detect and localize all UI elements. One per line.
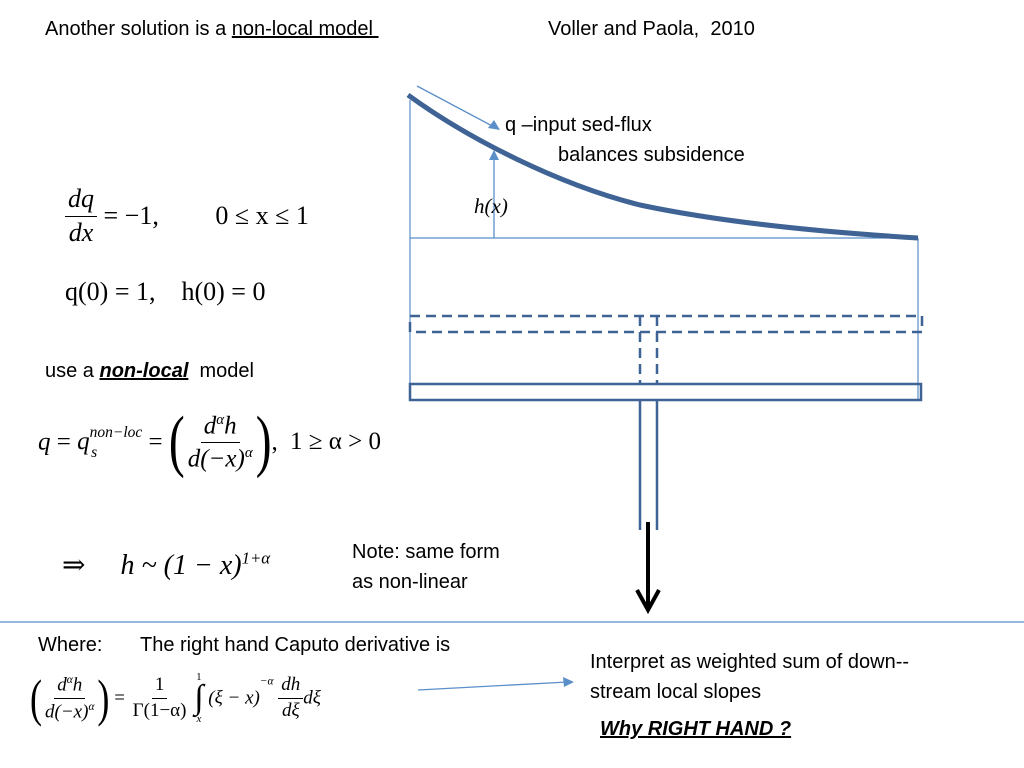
eq4-implies: ⇒ bbox=[62, 550, 86, 581]
caputo-den: d(−x) bbox=[45, 701, 89, 723]
nonlocal-word: non-local bbox=[99, 360, 189, 382]
caputo-text: The right hand Caputo derivative is bbox=[140, 634, 451, 656]
caputo-integrand: (ξ − x) bbox=[208, 687, 260, 709]
eq3-num-d: d bbox=[203, 412, 217, 440]
bottom-slab bbox=[408, 382, 923, 402]
where-label: Where: bbox=[38, 634, 103, 656]
h-label: h(x) bbox=[474, 194, 508, 218]
caputo-dxi: dξ bbox=[281, 699, 300, 721]
integral-sign: ∫ bbox=[194, 679, 204, 716]
eq3-qs: q bbox=[77, 428, 90, 456]
intro-text: Another solution is a non-local model bbox=[45, 17, 379, 41]
nonlocal-line: use a non-local model bbox=[45, 359, 254, 383]
h-arrow-head bbox=[489, 150, 499, 160]
caputo-lparen: ( bbox=[30, 669, 43, 728]
caputo-integrand-sup: −α bbox=[259, 675, 274, 688]
eq1-domain: 0 ≤ x ≤ 1 bbox=[215, 201, 309, 231]
eq4-exp: 1+α bbox=[241, 548, 271, 568]
caputo-int-upper: 1 bbox=[196, 671, 202, 683]
citation: Voller and Paola, 2010 bbox=[548, 18, 755, 40]
caputo-den-sup: α bbox=[88, 700, 95, 713]
surface-curve bbox=[406, 92, 919, 241]
eq3-qs-sup: non−loc bbox=[89, 424, 143, 442]
eq3-den-sup: α bbox=[244, 444, 253, 461]
equation-boundary: q(0) = 1, h(0) = 0 bbox=[65, 277, 266, 306]
intro-prefix: Another solution is a bbox=[45, 18, 232, 40]
note-line-1: Note: same form bbox=[352, 541, 500, 563]
eq1-rhs: = −1, bbox=[103, 201, 159, 231]
eq4-body: h ~ (1 − x) bbox=[120, 550, 242, 581]
interpret-line-1: Interpret as weighted sum of down-- bbox=[590, 651, 910, 673]
eq3-qs-sub: s bbox=[91, 444, 98, 462]
eq3-num-h: h bbox=[224, 412, 237, 440]
interpret-line-2: stream local slopes bbox=[590, 681, 762, 703]
caputo-coef-num: 1 bbox=[151, 674, 168, 699]
flux-arrow-head bbox=[488, 120, 500, 130]
caputo-dh: dh bbox=[278, 674, 304, 699]
flux-label: q –input sed-flux bbox=[505, 114, 652, 136]
eq3-den: d(−x) bbox=[187, 445, 245, 473]
caputo-int-lower: x bbox=[196, 712, 202, 725]
eq3-lparen: ( bbox=[168, 403, 185, 479]
caputo-num-h: h bbox=[72, 673, 83, 695]
caputo-num-d: d bbox=[57, 673, 67, 695]
eq3-cond: 1 ≥ α > 0 bbox=[290, 428, 381, 456]
caputo-dxi-2: dξ bbox=[303, 687, 321, 709]
caputo-rparen: ) bbox=[97, 669, 110, 728]
dashed-slab bbox=[408, 314, 924, 334]
interpret-arrow-head bbox=[563, 677, 574, 687]
eq3-lhs: q bbox=[38, 428, 51, 456]
equation-solution: ⇒ h ~ (1 − x)1+α bbox=[62, 548, 270, 582]
flux-label-2: balances subsidence bbox=[558, 144, 745, 166]
flux-arrow-line bbox=[416, 85, 497, 129]
question: Why RIGHT HAND ? bbox=[600, 718, 792, 740]
interpret-arrow-line bbox=[417, 681, 569, 691]
eq3-rparen: ) bbox=[255, 403, 272, 479]
nonlocal-suffix: model bbox=[188, 360, 254, 382]
eq1-dx: dx bbox=[68, 217, 94, 247]
caputo-coef-den: Γ(1−α) bbox=[132, 699, 187, 721]
eq3-num-sup: α bbox=[216, 412, 225, 428]
nonlocal-prefix: use a bbox=[45, 360, 100, 382]
intro-link: non-local model bbox=[231, 18, 379, 40]
down-arrow-head bbox=[635, 589, 661, 615]
note-line-2: as non-linear bbox=[352, 571, 468, 593]
eq1-dq: dq bbox=[65, 184, 97, 217]
caputo-num-sup: α bbox=[66, 673, 73, 686]
